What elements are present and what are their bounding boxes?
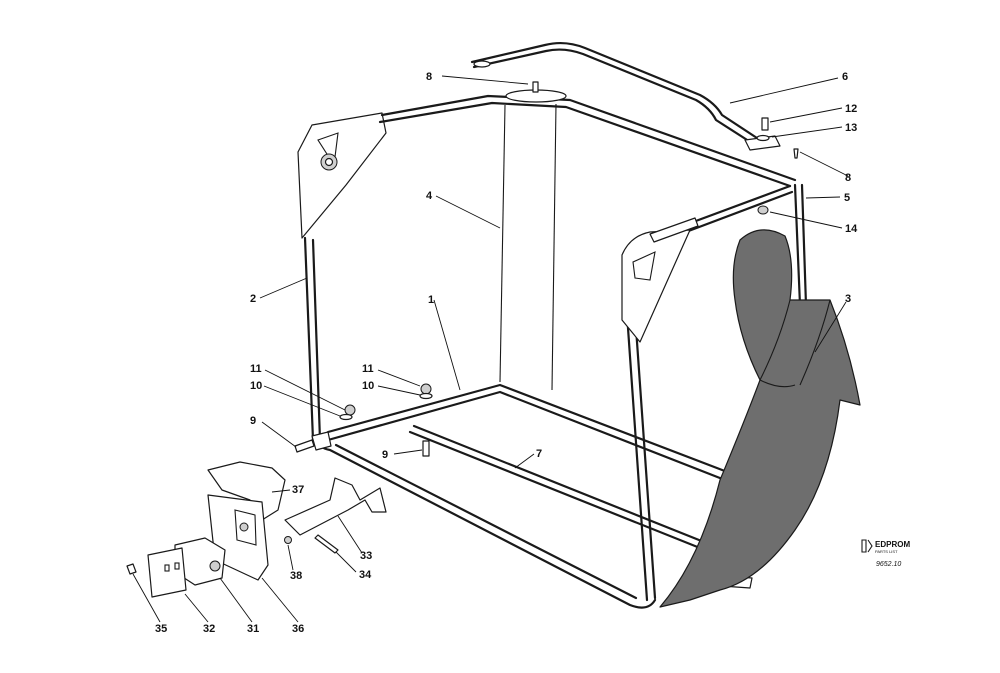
callout-33: 33 — [360, 550, 372, 562]
nut-11-center — [420, 383, 432, 395]
logo-brand: EDPROM — [875, 540, 910, 549]
right-side-plate — [621, 229, 691, 343]
publisher-logo: EDPROM PARTS LIST 9652.10 — [861, 539, 910, 568]
bolt-8-upper — [532, 81, 539, 93]
callout-7: 7 — [536, 448, 542, 460]
callout-8-top: 8 — [426, 71, 432, 83]
callout-6: 6 — [842, 71, 848, 83]
callout-9-left: 9 — [250, 415, 256, 427]
pin-34 — [314, 534, 339, 554]
bolt-9-center — [422, 440, 430, 457]
leader-lines — [132, 75, 849, 623]
top-handle — [470, 41, 781, 151]
nut-14 — [757, 205, 769, 215]
bolt-9-left — [294, 439, 315, 453]
callout-14: 14 — [845, 223, 858, 235]
callout-9-center: 9 — [382, 449, 388, 461]
washer-13 — [756, 134, 770, 142]
callout-36: 36 — [292, 623, 304, 635]
callout-10-left: 10 — [250, 380, 262, 392]
callout-13: 13 — [845, 122, 857, 134]
callout-1: 1 — [428, 294, 434, 306]
screw-35 — [126, 563, 137, 575]
callout-11-center: 11 — [362, 363, 374, 375]
bolt-12 — [761, 117, 769, 131]
cover-37 — [207, 461, 286, 521]
callout-12: 12 — [845, 103, 857, 115]
callout-labels: 8 6 12 13 8 5 4 14 2 1 3 11 10 11 10 9 9… — [155, 71, 858, 635]
callout-3: 3 — [845, 293, 851, 305]
nut-11-left — [344, 404, 356, 416]
left-side-plate — [297, 112, 387, 239]
washer-10-left — [339, 413, 353, 421]
lever-33 — [284, 477, 387, 536]
callout-35: 35 — [155, 623, 167, 635]
callout-32: 32 — [203, 623, 215, 635]
callout-34: 34 — [359, 569, 372, 581]
drawing-code: 9652.10 — [876, 561, 901, 568]
screw-8-right — [793, 148, 799, 159]
screw-38 — [284, 536, 292, 544]
logo-subtitle: PARTS LIST — [875, 549, 898, 554]
callout-2: 2 — [250, 293, 256, 305]
callout-8-right: 8 — [845, 172, 851, 184]
logo-mark-icon — [861, 539, 873, 553]
rear-panel-edge — [499, 104, 506, 383]
callout-10-center: 10 — [362, 380, 374, 392]
plate-32 — [147, 547, 187, 598]
grass-bag — [659, 229, 861, 608]
main-frame — [297, 94, 808, 609]
bracket-assembly — [126, 461, 387, 598]
callout-4: 4 — [426, 190, 433, 202]
callout-31: 31 — [247, 623, 259, 635]
callout-37: 37 — [292, 484, 304, 496]
callout-5: 5 — [844, 192, 850, 204]
washer-10-center — [419, 392, 433, 400]
callout-38: 38 — [290, 570, 302, 582]
callout-11-left: 11 — [250, 363, 262, 375]
hardware — [294, 81, 799, 457]
